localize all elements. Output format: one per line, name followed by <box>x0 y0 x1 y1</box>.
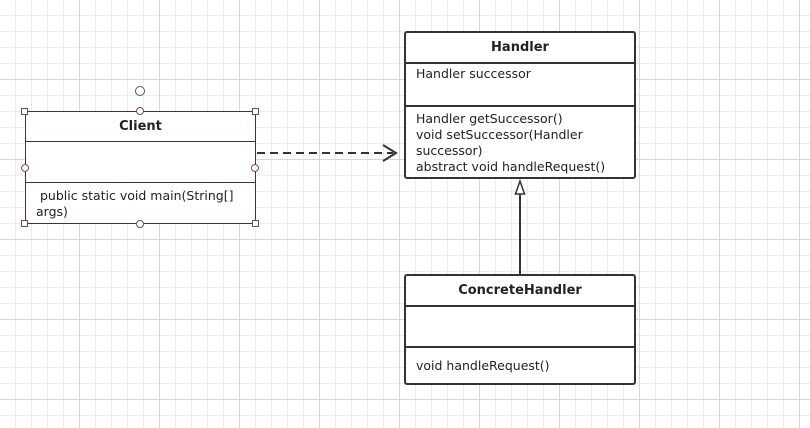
class-name-text: ConcreteHandler <box>458 283 582 298</box>
operation-item: void handleRequest() <box>416 358 550 373</box>
operations-compartment: public static void main(String[] args) <box>26 188 255 220</box>
compartment-divider <box>26 141 255 142</box>
dependency-connector[interactable] <box>257 144 398 162</box>
class-name-text: Handler <box>491 40 549 55</box>
class-client[interactable]: Client public static void main(String[] … <box>25 111 256 224</box>
class-name-client: Client <box>26 112 255 142</box>
class-name-handler: Handler <box>406 33 634 63</box>
open-arrow-head <box>382 144 398 162</box>
resize-handle-bottom-left[interactable] <box>21 220 28 227</box>
hollow-triangle-head <box>514 178 526 195</box>
attributes-compartment: Handler successor <box>406 66 634 82</box>
resize-handle-top[interactable] <box>136 107 144 115</box>
attributes-compartment <box>406 307 634 345</box>
rotate-handle[interactable] <box>135 86 145 96</box>
compartment-divider <box>26 182 255 183</box>
compartment-divider <box>406 62 634 64</box>
resize-handle-right[interactable] <box>251 164 259 172</box>
resize-handle-top-left[interactable] <box>21 108 28 115</box>
class-name-concrete-handler: ConcreteHandler <box>406 276 634 306</box>
operation-item: public static void main(String[] args) <box>36 188 238 219</box>
operations-compartment: Handler getSuccessor() void setSuccessor… <box>406 111 634 175</box>
operation-item: Handler getSuccessor() <box>416 111 563 126</box>
compartment-divider <box>406 105 634 107</box>
class-handler[interactable]: Handler Handler successor Handler getSuc… <box>404 31 636 179</box>
operations-compartment: void handleRequest() <box>406 358 634 374</box>
class-name-text: Client <box>119 119 162 134</box>
operation-item: void setSuccessor(Handler successor) <box>416 127 587 158</box>
operation-item: abstract void handleRequest() <box>416 159 606 174</box>
attribute-item: Handler successor <box>416 66 531 81</box>
attributes-compartment <box>26 143 255 181</box>
generalization-connector[interactable] <box>514 178 526 274</box>
class-concrete-handler[interactable]: ConcreteHandler void handleRequest() <box>404 274 636 385</box>
resize-handle-top-right[interactable] <box>252 108 259 115</box>
compartment-divider <box>406 305 634 307</box>
resize-handle-left[interactable] <box>21 164 29 172</box>
resize-handle-bottom[interactable] <box>136 220 144 228</box>
compartment-divider <box>406 346 634 348</box>
resize-handle-bottom-right[interactable] <box>252 220 259 227</box>
